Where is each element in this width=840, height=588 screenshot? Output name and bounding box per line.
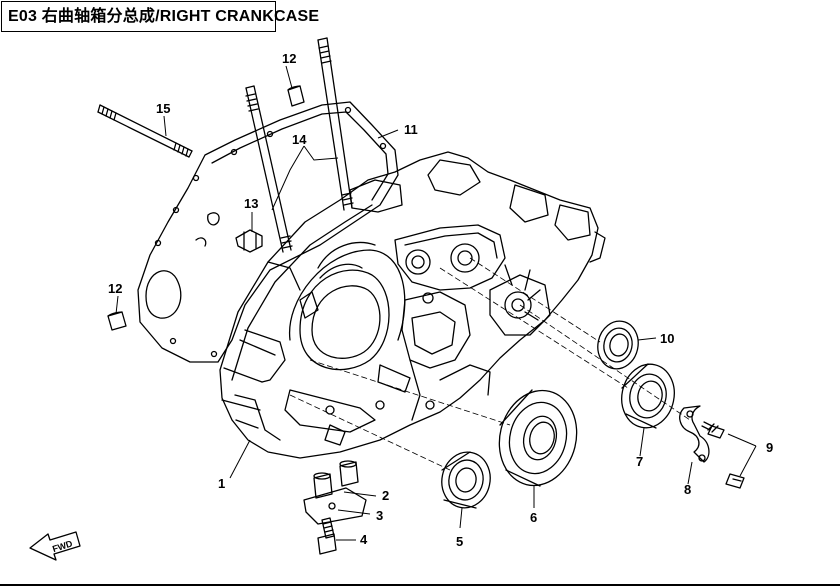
callout-11: 11 (404, 122, 418, 137)
bearing-5 (441, 451, 491, 509)
callout-1: 1 (218, 476, 225, 491)
fwd-arrow: FWD (29, 531, 81, 561)
callout-6: 6 (530, 510, 537, 525)
retainer-plate (303, 487, 367, 525)
callout-13: 13 (244, 196, 258, 211)
gasket-outline (137, 101, 399, 363)
title-code: E03 (8, 8, 38, 25)
bearing-10 (597, 320, 639, 370)
crankcase-outline (219, 151, 599, 459)
leader-lines (115, 65, 757, 541)
breather-fitting (235, 229, 263, 253)
dowel-pin-2a (313, 473, 333, 499)
callout-14: 14 (292, 132, 307, 147)
dowel-pin-top (287, 85, 305, 107)
dowel-pin-2b (339, 461, 359, 487)
title-box: E03 右曲轴箱分总成/RIGHT CRANKCASE (1, 1, 319, 32)
stud-right (317, 37, 353, 211)
screw-upper (707, 425, 725, 439)
title-english: RIGHT CRANKCASE (159, 8, 320, 25)
callout-9: 9 (766, 440, 773, 455)
callout-5: 5 (456, 534, 463, 549)
hex-bolt (317, 533, 337, 555)
callout-labels: 1 2 3 4 5 6 7 8 9 10 11 12 12 13 14 15 (108, 51, 773, 549)
callout-10: 10 (660, 331, 674, 346)
callout-7: 7 (636, 454, 643, 469)
callout-4: 4 (360, 532, 368, 547)
bearing-retainer (679, 405, 710, 463)
bottom-border (0, 584, 840, 586)
callout-15: 15 (156, 101, 170, 116)
bearing-7 (621, 363, 675, 429)
callout-12-left: 12 (108, 281, 122, 296)
callout-8: 8 (684, 482, 691, 497)
dowel-pin-left (107, 311, 127, 331)
diagram-title: E03 右曲轴箱分总成/RIGHT CRANKCASE (8, 8, 320, 25)
title-chinese: 右曲轴箱分总成 (41, 8, 156, 25)
alignment-lines (289, 257, 691, 471)
callout-3: 3 (376, 508, 383, 523)
screw-lower (725, 473, 745, 489)
bearing-6 (498, 389, 578, 487)
stud-left (245, 85, 292, 253)
callout-12-top: 12 (282, 51, 296, 66)
callout-2: 2 (382, 488, 389, 503)
